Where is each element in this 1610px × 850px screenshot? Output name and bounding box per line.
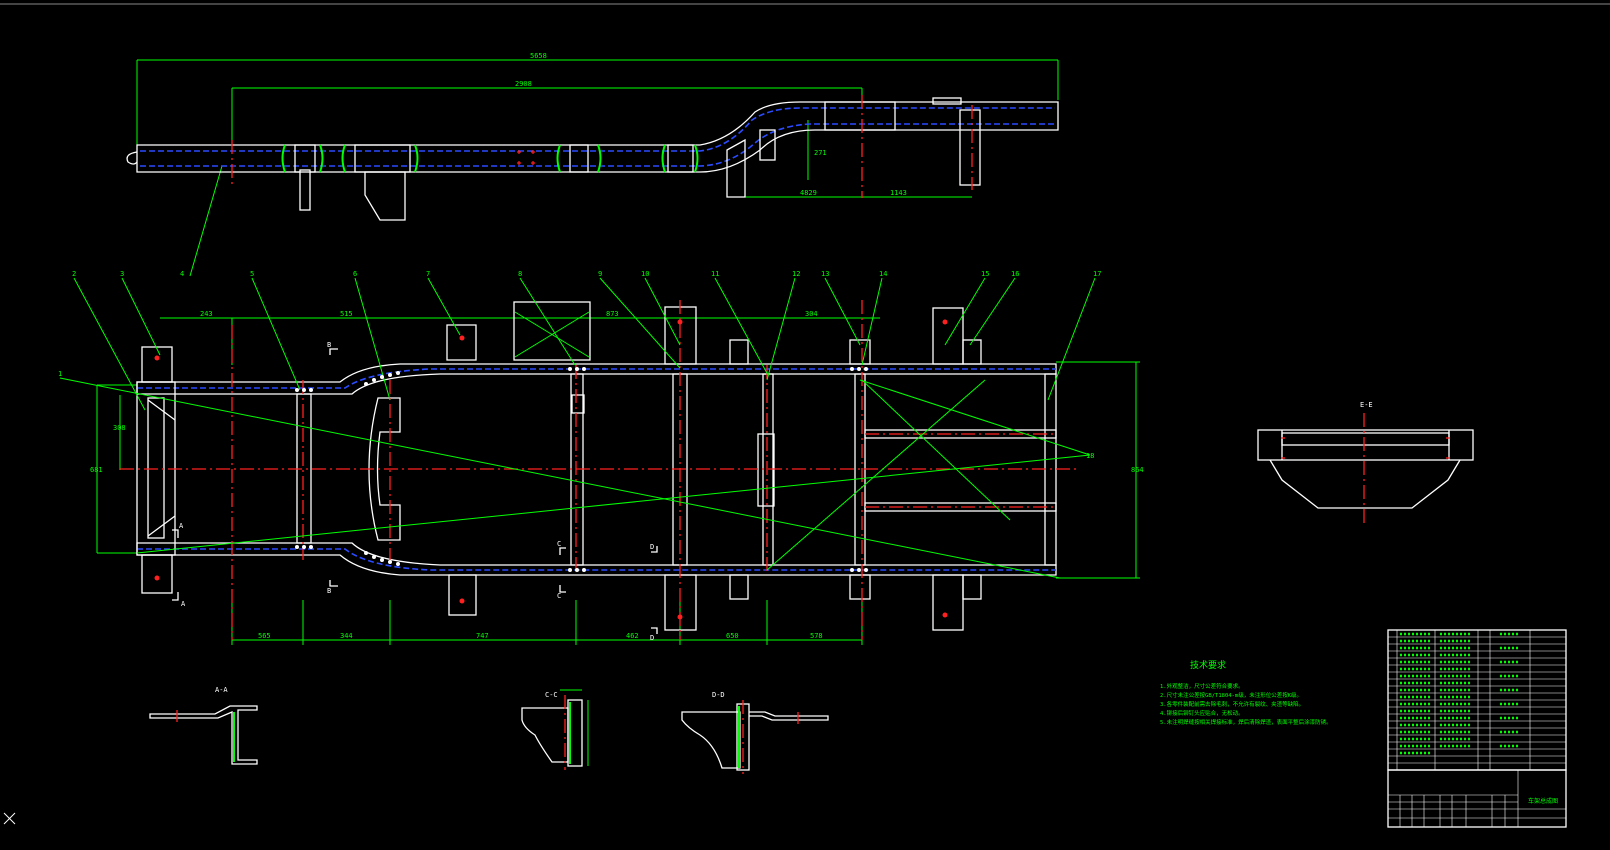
callout-11: 11 [711, 270, 719, 278]
section-mark-c-top: C [557, 540, 561, 548]
callout-3: 3 [120, 270, 124, 278]
section-mark-b-top: B [327, 341, 331, 349]
callout-5: 5 [250, 270, 254, 278]
technical-requirements: 技术要求 1.外观整洁，尺寸公差符合要求。 2.尺寸未注公差按GB/T1804-… [1160, 659, 1332, 726]
section-d-view: D-D [681, 691, 829, 774]
section-mark-c-bot: C [557, 592, 561, 600]
callout-15: 15 [981, 270, 989, 278]
callout-13: 13 [821, 270, 829, 278]
dim-plan-top-2: 515 [340, 310, 353, 318]
section-mark-b-bot: B [327, 587, 331, 595]
plan-view: 243 515 873 304 565 344 747 462 650 578 … [58, 270, 1144, 645]
dim-d4: 271 [814, 149, 827, 157]
callout-4: 4 [180, 270, 184, 278]
section-d-label: D-D [712, 691, 725, 699]
dim-plan-bot-6: 578 [810, 632, 823, 640]
tech-title: 技术要求 [1190, 659, 1226, 671]
section-e-view: E-E [1257, 401, 1474, 525]
callout-10: 10 [641, 270, 649, 278]
section-e-label: E-E [1360, 401, 1373, 409]
dim-plan-top-4: 304 [805, 310, 818, 318]
callout-14: 14 [879, 270, 887, 278]
section-a-label: A-A [215, 686, 228, 694]
callout-16: 16 [1011, 270, 1019, 278]
title-block: 车架总成图 [1387, 769, 1567, 828]
parts-list [1387, 629, 1567, 771]
dim-plan-top-1: 243 [200, 310, 213, 318]
dim-plan-bot-1: 565 [258, 632, 271, 640]
dim-plan-bot-5: 650 [726, 632, 739, 640]
callout-7: 7 [426, 270, 430, 278]
ucs-icon [3, 812, 16, 825]
dim-plan-left-inner: 308 [113, 424, 126, 432]
callout-6: 6 [353, 270, 357, 278]
callout-12: 12 [792, 270, 800, 278]
section-mark-d-bot: D [650, 634, 654, 642]
dim-plan-bot-4: 462 [626, 632, 639, 640]
tech-note-2: 2.尺寸未注公差按GB/T1804-m级，未注形位公差按K级。 [1160, 691, 1302, 699]
dim-plan-left-outer: 681 [90, 466, 103, 474]
dim-d1: 2908 [515, 80, 532, 88]
side-view: 5658 2908 4829 1143 271 [126, 52, 1059, 277]
dim-d3: 1143 [890, 189, 907, 197]
dim-plan-bot-3: 747 [476, 632, 489, 640]
tech-note-4: 4.铆接后铆钉头应贴合，无松动。 [1160, 709, 1244, 717]
section-mark-d-top: D [650, 543, 654, 551]
tech-note-1: 1.外观整洁，尺寸公差符合要求。 [1160, 682, 1244, 690]
dim-plan-right: 864 [1131, 466, 1144, 474]
section-a-view: A-A [149, 686, 258, 765]
dim-plan-bot-2: 344 [340, 632, 353, 640]
section-mark-a-top: A [179, 522, 184, 530]
dim-plan-top-3: 873 [606, 310, 619, 318]
tech-note-5: 5.未注明焊缝按相关焊接标准，焊后清除焊渣，表面平整后涂漆防锈。 [1160, 718, 1332, 726]
callout-17: 17 [1093, 270, 1101, 278]
section-mark-a-bot: A [181, 600, 186, 608]
callout-18: 18 [1086, 452, 1094, 460]
dim-overall: 5658 [530, 52, 547, 60]
callout-8: 8 [518, 270, 522, 278]
section-c-label: C-C [545, 691, 558, 699]
callout-1: 1 [58, 370, 62, 378]
section-c-view: C-C [521, 689, 589, 770]
callout-2: 2 [72, 270, 76, 278]
tech-note-3: 3.各零件装配前需去除毛刺，不允许有裂纹、夹渣等缺陷。 [1160, 700, 1304, 708]
dim-d2: 4829 [800, 189, 817, 197]
callout-9: 9 [598, 270, 602, 278]
title-block-name: 车架总成图 [1528, 797, 1558, 805]
